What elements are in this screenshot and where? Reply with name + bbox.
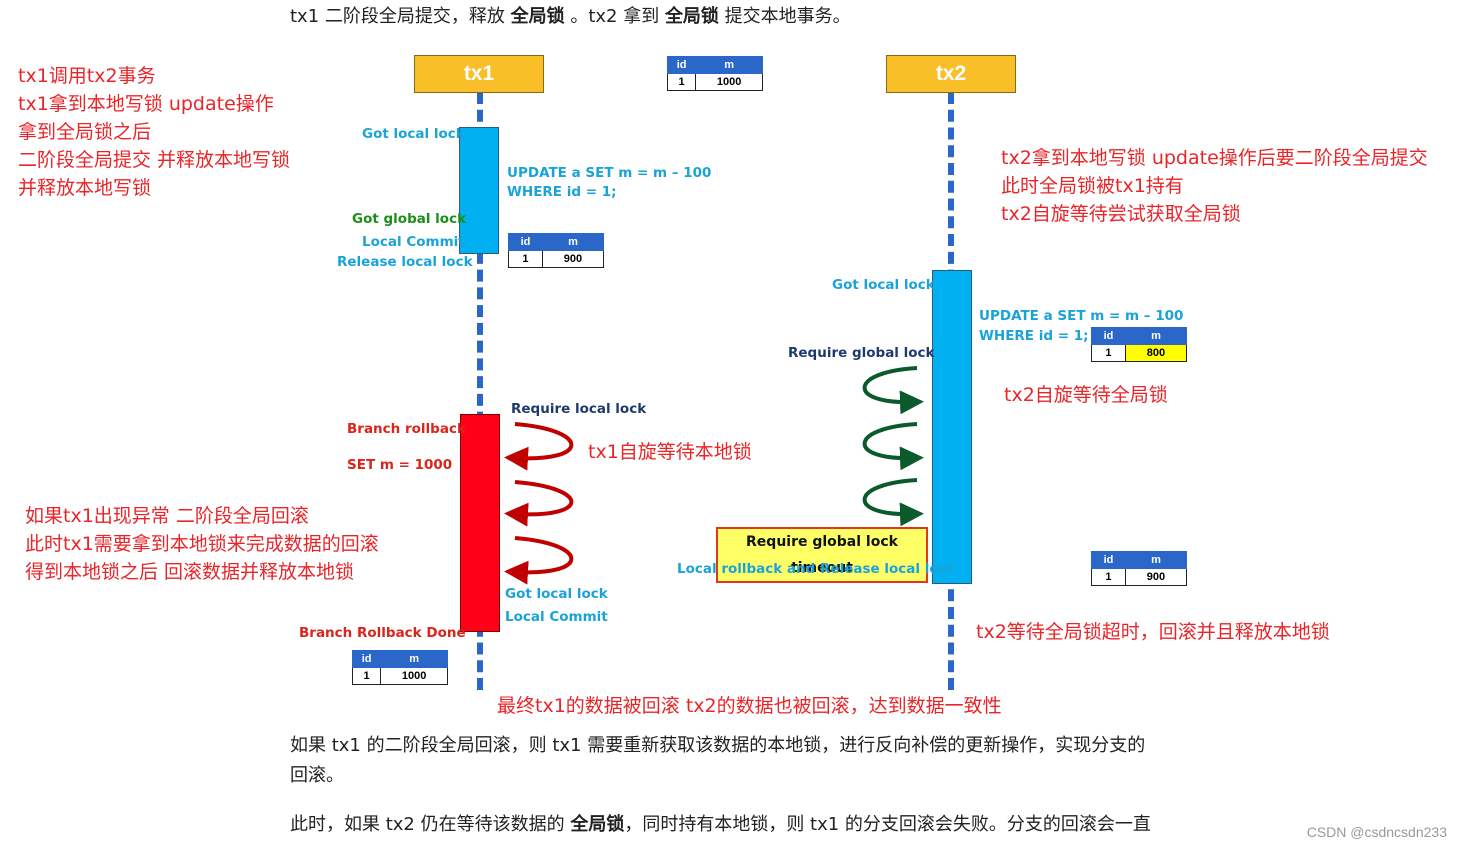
tx2-spin-arrows xyxy=(862,366,924,527)
tx1-local-commit-2: Local Commit xyxy=(505,609,608,625)
tx1-local-commit: Local Commit xyxy=(362,234,465,250)
note-left-top: tx1调用tx2事务 tx1拿到本地写锁 update操作 拿到全局锁之后 二阶… xyxy=(18,65,291,199)
tx1-branch-rollback: Branch rollback xyxy=(347,421,466,437)
tx1-require-local-lock: Require local lock xyxy=(511,401,647,417)
tx1-got-local-lock: Got local lock xyxy=(362,126,465,142)
note-final: 最终tx1的数据被回滚 tx2的数据也被回滚，达到数据一致性 xyxy=(497,695,1002,717)
tx2-spin-arrow-3 xyxy=(862,478,924,527)
tx2-bar xyxy=(932,270,972,584)
tx1-spin-arrows xyxy=(504,422,574,585)
top-text-line: tx1 二阶段全局提交，释放 全局锁 。tx2 拿到 全局锁 提交本地事务。 xyxy=(290,6,851,27)
note-right-top: tx2拿到本地写锁 update操作后要二阶段全局提交 此时全局锁被tx1持有 … xyxy=(1001,147,1428,225)
tx1-branch-rollback-done: Branch Rollback Done xyxy=(299,625,466,641)
tx1-got-local-lock-2: Got local lock xyxy=(505,586,608,602)
paragraph-2: 此时，如果 tx2 仍在等待该数据的 全局锁，同时持有本地锁，则 tx1 的分支… xyxy=(290,814,1151,835)
tx2-got-local-lock: Got local lock xyxy=(832,277,935,293)
tx1-release-local-lock: Release local lock xyxy=(337,254,473,270)
note-tx2-timeout: tx2等待全局锁超时，回滚并且释放本地锁 xyxy=(976,621,1330,643)
tx1-spin-arrow-2 xyxy=(504,480,574,527)
tx2-require-global-lock: Require global lock xyxy=(788,345,935,361)
bold-global-lock-2: 全局锁 xyxy=(664,6,719,27)
tx1-rollback-bar xyxy=(460,414,500,632)
tx1-spin-arrow-1 xyxy=(504,422,574,471)
tx2-update-line2: WHERE id = 1; xyxy=(979,328,1089,344)
note-tx2-spin: tx2自旋等待全局锁 xyxy=(1004,384,1168,406)
tx2-timeout-box: Require global lock timeout xyxy=(716,527,928,583)
tx1-got-global-lock: Got global lock xyxy=(352,211,467,227)
tx1-update-line1: UPDATE a SET m = m – 100 xyxy=(507,165,712,181)
tx2-spin-arrow-2 xyxy=(862,422,924,471)
tx1-lifeline xyxy=(477,92,483,690)
note-tx1-spin: tx1自旋等待本地锁 xyxy=(588,441,752,463)
bold-global-lock-1: 全局锁 xyxy=(510,6,565,27)
watermark: CSDN @csdncsdn233 xyxy=(1306,824,1447,840)
note-left-mid: 如果tx1出现异常 二阶段全局回滚 此时tx1需要拿到本地锁来完成数据的回滚 得… xyxy=(25,505,379,583)
tx1-set-m: SET m = 1000 xyxy=(347,457,453,473)
highlight-cell: 800 xyxy=(1124,344,1188,362)
tx1-spin-arrow-3 xyxy=(504,536,574,585)
tx2-update-line1: UPDATE a SET m = m – 100 xyxy=(979,308,1184,324)
tx1-header: tx1 xyxy=(414,55,544,93)
tx2-local-rollback: Local rollback and Release local lock xyxy=(677,561,956,577)
bold-global-lock-3: 全局锁 xyxy=(570,814,625,835)
tx2-spin-arrow-1 xyxy=(862,366,924,415)
tx1-commit-bar xyxy=(459,127,499,254)
paragraph-1: 如果 tx1 的二阶段全局回滚，则 tx1 需要重新获取该数据的本地锁，进行反向… xyxy=(290,735,1146,786)
tx2-header: tx2 xyxy=(886,55,1016,93)
tx1-update-line2: WHERE id = 1; xyxy=(507,184,617,200)
